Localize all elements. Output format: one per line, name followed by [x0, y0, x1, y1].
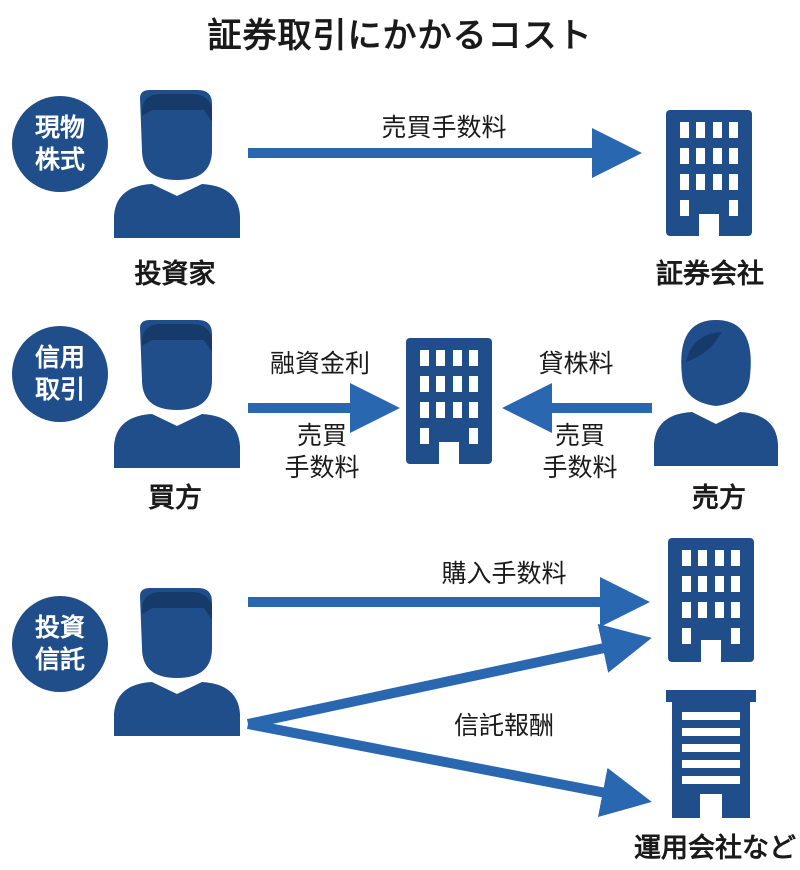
trust-fee-arrow-manager [247, 719, 652, 817]
securities-company-label: 証券会社 [656, 259, 764, 290]
stock-loan-fee-label: 貸株料 [538, 349, 614, 378]
seller-label: 売方 [692, 483, 746, 514]
asset-manager-label: 運用会社など [634, 833, 796, 864]
building-icon [668, 538, 754, 662]
loan-interest-label: 融資金利 [269, 349, 370, 378]
building-icon [406, 338, 492, 464]
section-badge-margin-trading: 信用取引 [12, 326, 108, 422]
seller-person-icon [654, 320, 778, 466]
trust-fee-arrow-securities [246, 623, 652, 729]
trade-fee-label: 売買手数料 [381, 113, 507, 142]
section-badge-spot-stock: 現物株式 [12, 96, 108, 192]
section-badge-investment-trust: 投資信託 [12, 596, 108, 692]
diagram-title: 証券取引にかかるコスト [207, 16, 593, 56]
buyer-trade-fee-label: 売買 手数料 [284, 421, 360, 482]
trust-fee-label: 信託報酬 [453, 711, 554, 740]
office-building-icon [666, 690, 756, 818]
buyer-label: 買方 [148, 483, 202, 514]
investor-label: 投資家 [134, 259, 216, 290]
purchase-fee-label: 購入手数料 [441, 559, 567, 588]
buyer-person-icon [114, 320, 240, 468]
seller-trade-fee-label: 売買 手数料 [542, 421, 618, 482]
investor-person-icon [114, 588, 240, 736]
building-icon [666, 110, 752, 236]
person-icon [114, 90, 240, 238]
